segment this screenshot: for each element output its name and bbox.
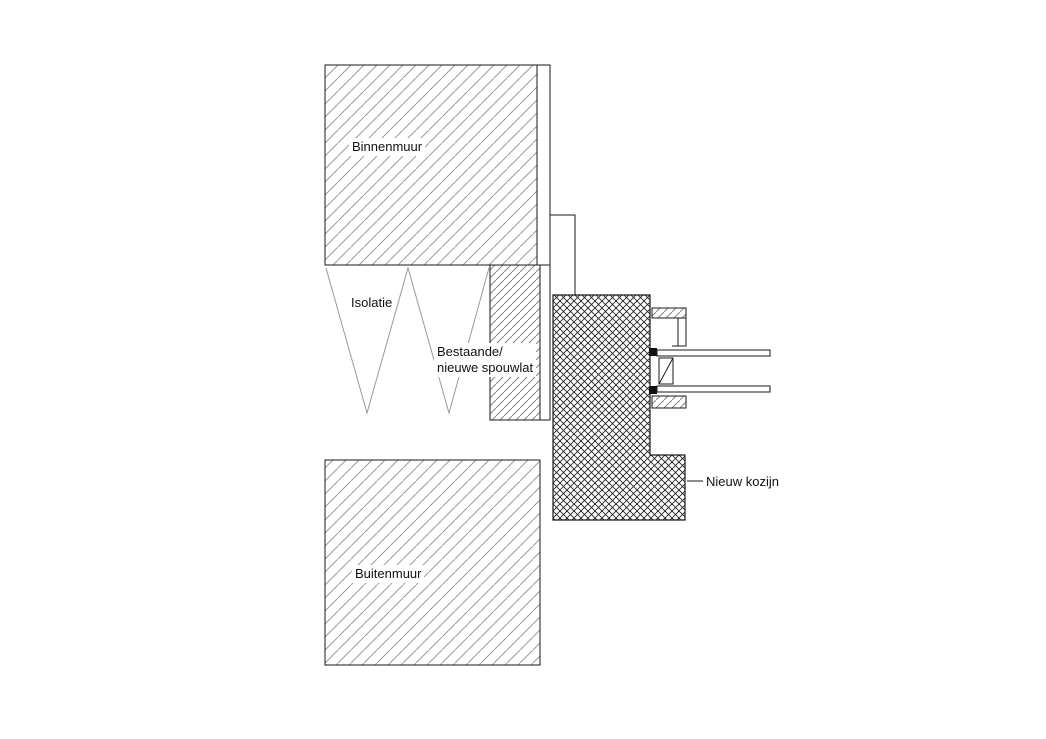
glass-pane-lower (656, 385, 771, 393)
glazing-spacer-diagonal (658, 357, 674, 385)
outer-wall-block (324, 459, 541, 666)
inner-wall-strip (536, 64, 551, 266)
insulation-zigzag (325, 266, 490, 415)
inner-wall-block (324, 64, 538, 266)
glass-pane-upper (656, 349, 771, 357)
label-spouwlat: Bestaande/ nieuwe spouwlat (434, 343, 537, 377)
new-frame-crosshatch (552, 294, 686, 521)
glazing-top-bead (651, 307, 687, 319)
cavity-batten-strip (539, 264, 551, 421)
glazing-seal-upper (649, 348, 657, 356)
cavity-batten-block (489, 264, 541, 421)
glazing-seal-lower (649, 386, 657, 394)
label-nieuw-kozijn: Nieuw kozijn (703, 473, 782, 491)
label-isolatie: Isolatie (348, 294, 396, 312)
label-buitenmuur: Buitenmuur (352, 565, 425, 583)
label-spouwlat-line2: nieuwe spouwlat (437, 360, 534, 375)
sub-frame-step (549, 214, 576, 295)
glazing-bottom-bead (651, 395, 687, 409)
glazing-top-bead-profile (672, 308, 687, 347)
label-binnenmuur: Binnenmuur (349, 138, 426, 156)
label-spouwlat-line1: Bestaande/ (437, 344, 503, 359)
